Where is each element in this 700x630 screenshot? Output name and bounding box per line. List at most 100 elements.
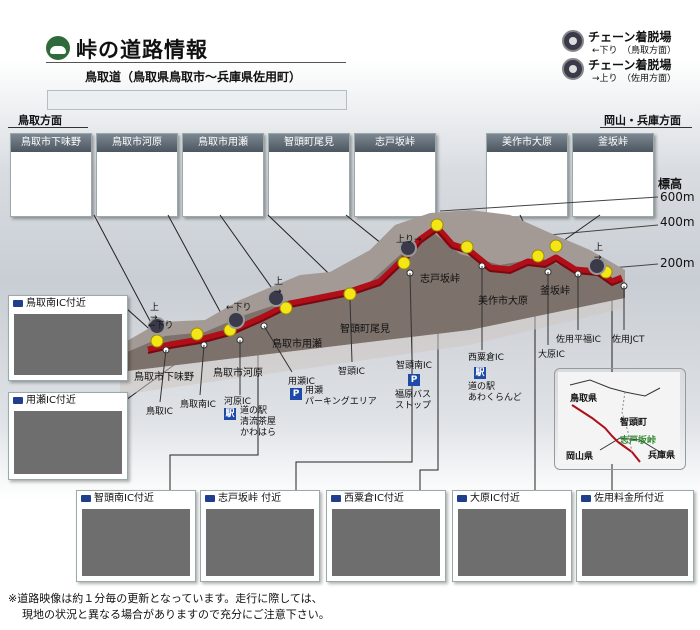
ic-ohara: 大原IC xyxy=(538,350,565,360)
map-label-hyogo: 兵庫県 xyxy=(648,451,676,461)
roadside-station-icon: 駅 xyxy=(224,408,236,420)
map-label-shitosaka: 志戸坂峠 xyxy=(620,436,657,446)
camera-screen[interactable] xyxy=(332,509,440,576)
legend-chain-down: チェーン着脱場 ←下り （鳥取方面） xyxy=(562,30,692,56)
info-box-shitosaka[interactable]: 志戸坂峠 xyxy=(354,133,436,217)
info-box-title: 志戸坂峠 xyxy=(355,134,435,152)
map-label-okayama: 岡山県 xyxy=(566,452,594,462)
footer-note-1: ※道路映像は約１分毎の更新となっています。走行に際しては、 xyxy=(8,592,323,605)
legend-chain-up: チェーン着脱場 →上り （佐用方面） xyxy=(562,58,692,84)
camera-sayo-tollgate[interactable]: 佐用料金所付近 xyxy=(576,490,694,582)
ic-kawahara: 河原IC xyxy=(224,397,251,407)
video-camera-icon xyxy=(457,494,467,502)
legend-sub: →上り （佐用方面） xyxy=(592,74,677,84)
ic-chizu-minami: 智頭南IC xyxy=(396,361,432,371)
parking-icon: P xyxy=(408,374,420,386)
video-camera-icon xyxy=(205,494,215,502)
map-inset[interactable] xyxy=(554,368,686,470)
map-drawing xyxy=(558,372,680,464)
info-box-ohara[interactable]: 美作市大原 xyxy=(486,133,568,217)
elevation-400: 400m xyxy=(660,215,695,229)
facility-michi-awakura: 道の駅 あわくらんど xyxy=(468,382,522,403)
parking-icon: P xyxy=(290,388,302,400)
route-label-chizu-omi: 智頭町尾見 xyxy=(340,324,390,335)
map-label-chizu: 智頭町 xyxy=(620,418,648,428)
route-label-ohara: 美作市大原 xyxy=(478,296,528,307)
update-status-box xyxy=(47,90,347,110)
ic-chizu: 智頭IC xyxy=(338,367,365,377)
chain-tag-up: 上→ xyxy=(274,277,284,297)
camera-title: 用瀬IC付近 xyxy=(9,393,127,409)
route-label-shimoajino: 鳥取市下味野 xyxy=(134,372,194,383)
direction-left-line xyxy=(8,127,88,128)
title-divider xyxy=(46,62,346,63)
info-box-mochigase[interactable]: 鳥取市用瀬 xyxy=(182,133,264,217)
chain-tag-up: 上り→ xyxy=(396,235,422,245)
camera-title: 志戸坂峠 付近 xyxy=(201,491,319,507)
facility-michi-kawahara: 道の駅 清流茶屋 かわはら xyxy=(240,406,277,438)
camera-mochigase[interactable]: 用瀬IC付近 xyxy=(8,392,128,480)
chain-tag-down: ←下り xyxy=(226,303,252,313)
page-title: 峠の道路情報 xyxy=(76,38,208,62)
camera-ohara[interactable]: 大原IC付近 xyxy=(452,490,572,582)
camera-screen[interactable] xyxy=(82,509,190,576)
camera-shitosaka[interactable]: 志戸坂峠 付近 xyxy=(200,490,320,582)
ic-tottori: 鳥取IC xyxy=(146,407,173,417)
info-box-kamasaka[interactable]: 釜坂峠 xyxy=(572,133,654,217)
ic-nishiawakura: 西粟倉IC xyxy=(468,353,504,363)
ic-leaders xyxy=(159,266,625,403)
camera-title: 智頭南IC付近 xyxy=(77,491,195,507)
camera-title: 西粟倉IC付近 xyxy=(327,491,445,507)
camera-screen[interactable] xyxy=(14,411,122,474)
ic-sayo-hirafuku: 佐用平福IC xyxy=(556,335,601,345)
camera-screen[interactable] xyxy=(14,314,122,375)
camera-nishiawakura[interactable]: 西粟倉IC付近 xyxy=(326,490,446,582)
camera-chizu-minami[interactable]: 智頭南IC付近 xyxy=(76,490,196,582)
ic-mochigase: 用瀬IC xyxy=(288,377,315,387)
route-label-mochigase: 鳥取市用瀬 xyxy=(272,339,322,350)
info-box-title: 鳥取市用瀬 xyxy=(183,134,263,152)
elevation-label: 標高 xyxy=(658,177,683,191)
camera-title: 鳥取南IC付近 xyxy=(9,296,127,312)
direction-right: 岡山・兵庫方面 xyxy=(604,114,681,127)
info-box-kawahara[interactable]: 鳥取市河原 xyxy=(96,133,178,217)
legend-sub: ←下り （鳥取方面） xyxy=(592,46,677,56)
legend-label: チェーン着脱場 xyxy=(588,58,672,72)
video-camera-icon xyxy=(581,494,591,502)
route-label-kamasaka: 釜坂峠 xyxy=(540,286,570,297)
elevation-600: 600m xyxy=(660,190,695,204)
elevation-200: 200m xyxy=(660,256,695,270)
camera-tottori-minami[interactable]: 鳥取南IC付近 xyxy=(8,295,128,381)
info-box-title: 釜坂峠 xyxy=(573,134,653,152)
terrain-front-shade xyxy=(120,298,625,395)
mountain-logo-icon xyxy=(46,36,70,60)
route-label-shitosaka: 志戸坂峠 xyxy=(420,274,460,285)
info-box-title: 鳥取市下味野 xyxy=(11,134,91,152)
info-box-shimoajino[interactable]: 鳥取市下味野 xyxy=(10,133,92,217)
ic-sayo-jct: 佐用JCT xyxy=(612,335,645,345)
map-label-tottori: 鳥取県 xyxy=(570,394,598,404)
chain-tag-up: 上→ xyxy=(150,303,160,323)
roadside-station-icon: 駅 xyxy=(474,367,486,379)
tire-icon xyxy=(562,30,584,52)
camera-screen[interactable] xyxy=(582,509,688,576)
facility-bus-stop: 福原バス ストップ xyxy=(395,390,432,411)
camera-screen[interactable] xyxy=(458,509,566,576)
info-box-chizu-omi[interactable]: 智頭町尾見 xyxy=(268,133,350,217)
facility-parking: 用瀬 パーキングエリア xyxy=(305,386,377,407)
tire-icon xyxy=(562,58,584,80)
video-camera-icon xyxy=(13,299,23,307)
ic-tottori-minami: 鳥取南IC xyxy=(180,400,216,410)
video-camera-icon xyxy=(13,396,23,404)
chain-tire-markers xyxy=(148,239,606,335)
camera-title: 大原IC付近 xyxy=(453,491,571,507)
direction-right-line xyxy=(600,127,692,128)
page-subtitle: 鳥取道（鳥取県鳥取市～兵庫県佐用町） xyxy=(85,70,302,84)
video-camera-icon xyxy=(81,494,91,502)
camera-title: 佐用料金所付近 xyxy=(577,491,693,507)
route-label-kawahara: 鳥取市河原 xyxy=(213,368,263,379)
video-camera-icon xyxy=(331,494,341,502)
chain-tag-down: ←下り xyxy=(148,321,174,331)
camera-screen[interactable] xyxy=(206,509,314,576)
